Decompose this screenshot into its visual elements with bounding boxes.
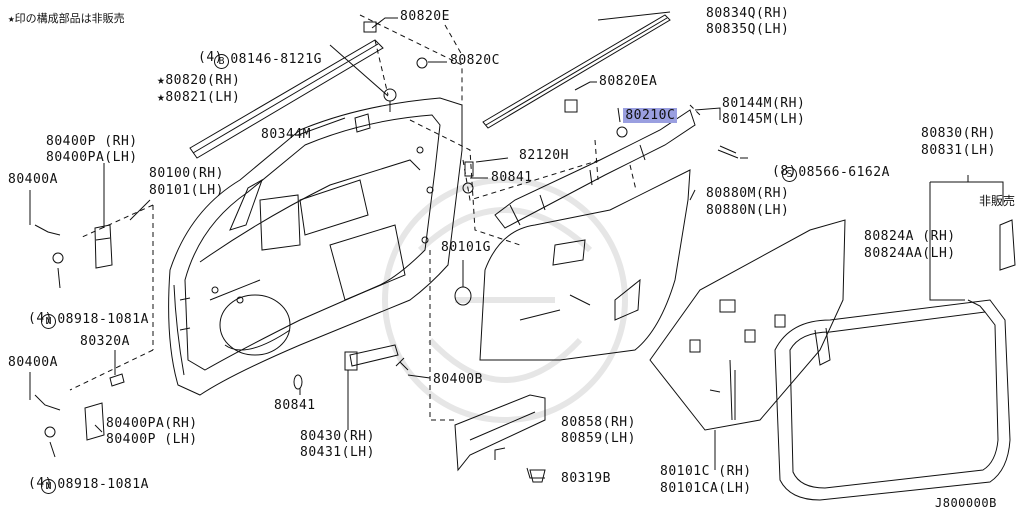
callout-80430-rh[interactable]: 80430(RH) [300,429,375,444]
callout-82120H[interactable]: 82120H [519,148,569,163]
callout-80830-rh[interactable]: 80830(RH) [921,126,996,141]
nut-symbol-n: N [41,314,57,329]
belt-weatherstrip [189,39,384,159]
watermark-logo [382,177,628,423]
callout-80835Q-lh[interactable]: 80835Q(LH) [706,22,790,37]
callout-80400P-rh[interactable]: 80400P (RH) [46,134,138,149]
diagram-code: J800000B [935,496,997,510]
callout-80859-lh[interactable]: 80859(LH) [561,431,636,446]
lower-trim-piece [454,394,546,472]
callout-80841-upper[interactable]: 80841 [491,170,533,185]
dashed-reference-lines [69,14,701,421]
upper-outer-molding [482,14,671,129]
screw-symbol-s: S [782,167,798,182]
bolt-symbol-b: B [214,54,230,69]
callout-80824A-rh[interactable]: 80824A (RH) [864,229,956,244]
callout-80144M-rh[interactable]: 80144M(RH) [722,96,806,111]
callout-80400PA-lh[interactable]: 80400PA(LH) [46,150,138,165]
reinforcement-bracket [494,99,696,229]
not-for-sale-label: 非販売 [979,194,1016,208]
callout-80101CA-lh[interactable]: 80101CA(LH) [660,481,752,496]
callout-80821-lh[interactable]: ★80821(LH) [157,90,241,105]
sealing-screen [479,169,691,361]
nut-symbol-n: N [41,479,57,494]
qty-08566: (8) [772,164,797,179]
callout-80400PA-rh[interactable]: 80400PA(RH) [106,416,198,431]
insulator-pad [649,219,846,431]
callout-80320A[interactable]: 80320A [80,334,130,349]
callout-80858-rh[interactable]: 80858(RH) [561,415,636,430]
callout-80880M-rh[interactable]: 80880M(RH) [706,186,790,201]
callout-80145M-lh[interactable]: 80145M(LH) [722,112,806,127]
callout-80101G[interactable]: 80101G [441,240,491,255]
callout-80824AA-lh[interactable]: 80824AA(LH) [864,246,956,261]
callout-80400A-bottom[interactable]: 80400A [8,355,58,370]
qty-08918-bottom: (4) [28,476,53,491]
callout-80820C[interactable]: 80820C [450,53,500,68]
callout-80101-lh[interactable]: 80101(LH) [149,183,224,198]
qty-08918-top: (4) [28,311,53,326]
callout-80820E[interactable]: 80820E [400,9,450,24]
callout-80400P-lh[interactable]: 80400P (LH) [106,432,198,447]
callout-80319B[interactable]: 80319B [561,471,611,486]
inner-door-panel [168,97,463,396]
door-check-link [344,344,399,371]
callout-80101C-rh[interactable]: 80101C (RH) [660,464,752,479]
callout-80820-rh[interactable]: ★80820(RH) [157,73,241,88]
door-weatherstrip [774,299,1011,501]
callout-80344M[interactable]: 80344M [261,127,311,142]
callout-80820EA[interactable]: 80820EA [599,74,658,89]
door-hinges [34,224,113,441]
notice-text: ★印の構成部品は非販売 [8,12,125,25]
callout-80400B[interactable]: 80400B [433,372,483,387]
callout-80210C-highlighted[interactable]: 80210C [623,108,678,123]
callout-80431-lh[interactable]: 80431(LH) [300,445,375,460]
qty-08146: (4) [198,50,223,65]
callout-80880N-lh[interactable]: 80880N(LH) [706,203,790,218]
small-fasteners [109,21,1016,483]
callout-80400A-top[interactable]: 80400A [8,172,58,187]
callout-80841-lower[interactable]: 80841 [274,398,316,413]
callout-80831-lh[interactable]: 80831(LH) [921,143,996,158]
leader-lines [29,11,1004,479]
callout-80100-rh[interactable]: 80100(RH) [149,166,224,181]
callout-80834Q-rh[interactable]: 80834Q(RH) [706,6,790,21]
